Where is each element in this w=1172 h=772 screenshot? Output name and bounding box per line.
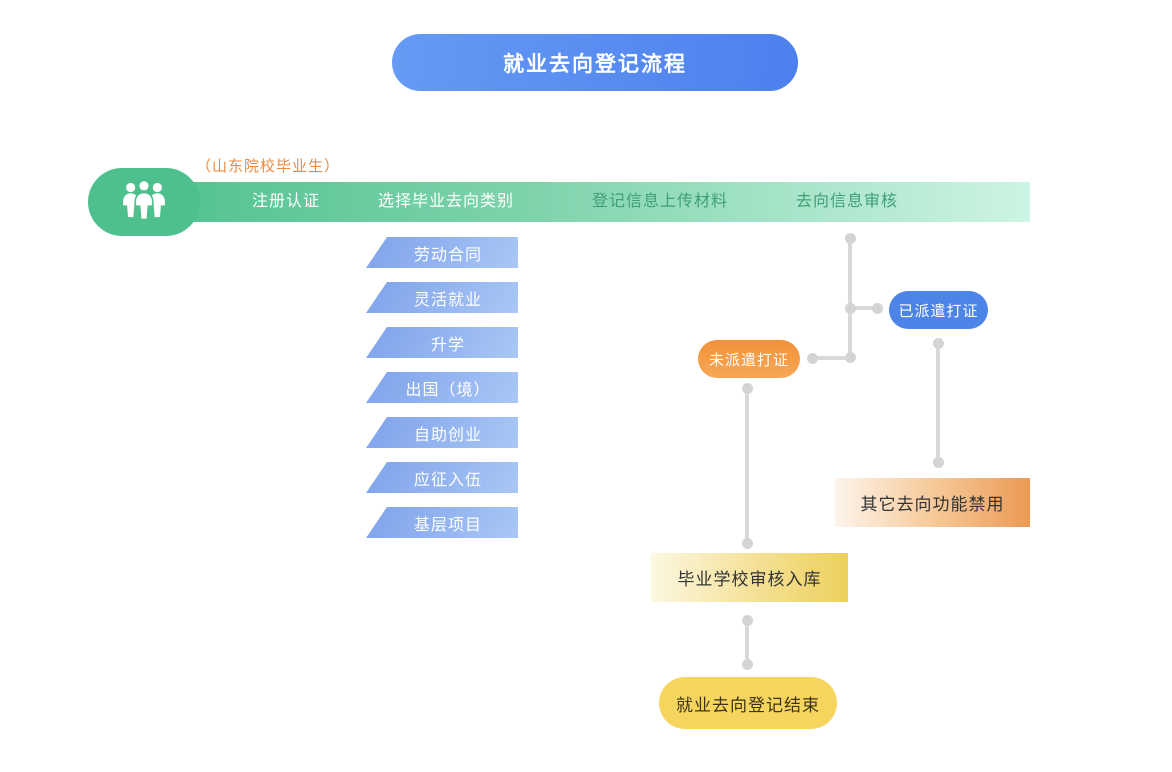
connector-dot [872,303,883,314]
pill-label: 就业去向登记结束 [676,695,820,715]
process-step-register: 注册认证 [252,193,321,210]
process-step-upload-materials: 登记信息上传材料 [592,193,729,210]
pill-dispatched: 已派遣打证 [889,291,988,329]
destination-type-label: 劳动合同 [413,246,482,264]
box-school-review-storage: 毕业学校审核入库 [651,553,848,602]
connector-dot [845,303,856,314]
audience-note: （山东院校毕业生） [196,158,341,175]
destination-type-abroad: 出国（境） [366,372,518,403]
connector-line-branch-dispatched [850,306,878,310]
destination-type-label: 应征入伍 [413,471,482,489]
destination-type-label: 出国（境） [405,381,491,399]
destination-type-label: 自助创业 [413,426,482,444]
connector-line-to-end [745,620,749,665]
process-step-info-review: 去向信息审核 [796,193,899,210]
process-step-choose-type: 选择毕业去向类别 [378,193,515,210]
destination-type-labor-contract: 劳动合同 [366,237,518,268]
destination-type-self-startup: 自助创业 [366,417,518,448]
page-title: 就业去向登记流程 [503,52,687,76]
connector-line-review-down [848,238,852,358]
connector-line-branch-not-dispatched [812,356,850,360]
destination-type-label: 灵活就业 [413,291,482,309]
pill-label: 已派遣打证 [898,302,979,320]
title-pill: 就业去向登记流程 [392,34,798,91]
connector-dot [845,352,856,363]
connector-dot [933,457,944,468]
connector-dot [742,615,753,626]
connector-dot [742,659,753,670]
destination-type-flexible-employment: 灵活就业 [366,282,518,313]
destination-type-label: 基层项目 [413,516,482,534]
connector-dot [807,353,818,364]
destination-type-further-study: 升学 [366,327,518,358]
box-label: 毕业学校审核入库 [677,570,822,589]
destination-type-enlistment: 应征入伍 [366,462,518,493]
connector-dot [742,538,753,549]
graduates-badge [88,168,200,236]
connector-dot [742,383,753,394]
destination-type-grassroots-project: 基层项目 [366,507,518,538]
box-other-functions-disabled: 其它去向功能禁用 [835,478,1030,527]
people-group-icon [119,179,169,226]
destination-type-label: 升学 [430,336,465,354]
connector-line-to-disabled-box [936,343,940,462]
pill-not-dispatched: 未派遣打证 [698,340,800,378]
box-label: 其它去向功能禁用 [860,495,1005,514]
connector-line-to-school-review [745,388,749,543]
pill-label: 未派遣打证 [708,351,789,369]
pill-registration-end: 就业去向登记结束 [659,677,837,729]
connector-dot [845,233,856,244]
process-bar [120,182,1030,222]
connector-dot [933,338,944,349]
